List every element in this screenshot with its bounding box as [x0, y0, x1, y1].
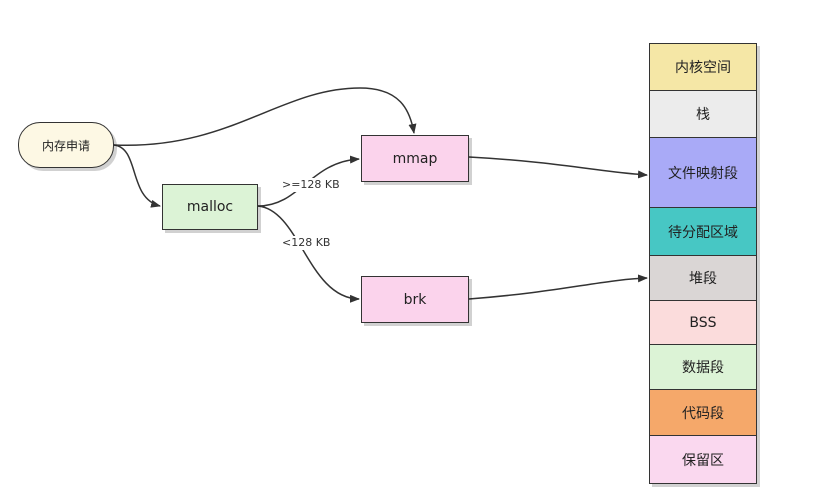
node-brk-label: brk	[403, 291, 427, 308]
node-malloc: malloc	[162, 184, 258, 230]
segment-unallocated: 待分配区域	[650, 208, 756, 256]
edge-malloc-brk	[257, 205, 360, 303]
segment-stack: 栈	[650, 91, 756, 138]
segment-kernel-space-label: 内核空间	[675, 60, 731, 76]
segment-reserved: 保留区	[650, 436, 756, 483]
segment-bss: BSS	[650, 301, 756, 345]
segment-reserved-label: 保留区	[682, 452, 724, 469]
segment-code-label: 代码段	[682, 405, 724, 422]
segment-data-label: 数据段	[682, 360, 724, 376]
edge-brk-heap	[468, 274, 648, 300]
edge-label-lt-128kb: <128 KB	[280, 236, 333, 250]
segment-unallocated-label: 待分配区域	[668, 224, 738, 241]
segment-kernel-space: 内核空间	[650, 44, 756, 91]
edge-mmap-file-mapping	[468, 156, 648, 179]
node-mmap: mmap	[361, 135, 469, 182]
segment-code: 代码段	[650, 390, 756, 436]
edge-label-ge-128kb: >=128 KB	[280, 178, 342, 192]
node-memory-request-label: 内存申请	[41, 138, 90, 153]
segment-heap: 堆段	[650, 256, 756, 301]
node-brk: brk	[361, 276, 469, 323]
node-mmap-label: mmap	[392, 150, 438, 167]
segment-data: 数据段	[650, 345, 756, 390]
node-memory-request: 内存申请	[18, 122, 114, 168]
segment-heap-label: 堆段	[689, 271, 717, 287]
node-malloc-label: malloc	[186, 199, 234, 215]
segment-file-mapping: 文件映射段	[650, 138, 756, 208]
edge-request-mmap	[113, 87, 417, 146]
memory-layout-stack: 内核空间 栈 文件映射段 待分配区域 堆段 BSS 数据段 代码段 保留区	[649, 43, 757, 484]
segment-file-mapping-label: 文件映射段	[668, 165, 738, 182]
edge-request-malloc	[113, 144, 161, 208]
segment-stack-label: 栈	[696, 107, 710, 123]
segment-bss-label: BSS	[689, 314, 717, 331]
